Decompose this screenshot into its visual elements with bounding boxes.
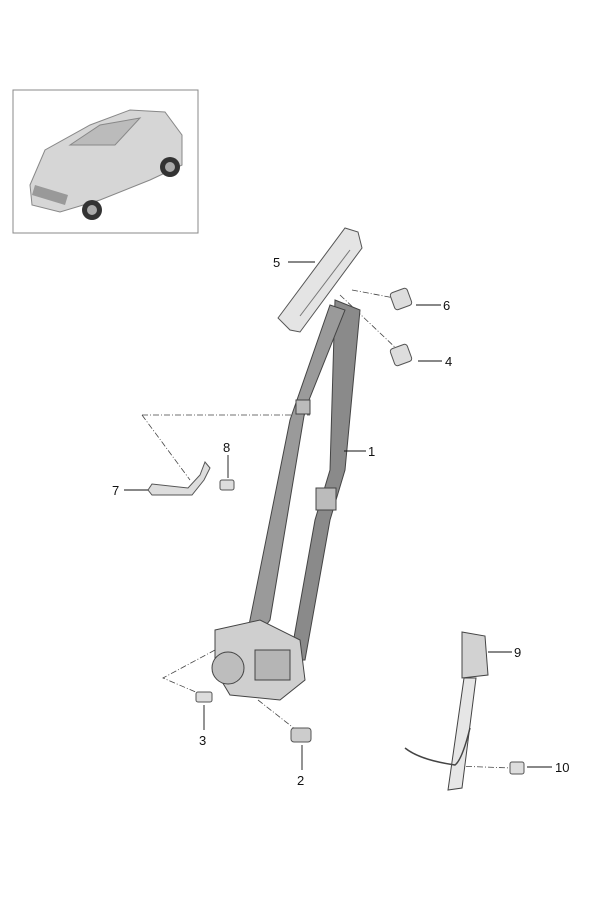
callout-5[interactable]: 5 — [273, 255, 280, 270]
vehicle-thumbnail[interactable] — [12, 89, 199, 234]
part-9-buckle[interactable] — [404, 631, 489, 791]
callout-9[interactable]: 9 — [514, 645, 521, 660]
part-6-bolt[interactable] — [389, 287, 413, 311]
callout-7[interactable]: 7 — [112, 483, 119, 498]
leader-lines — [124, 261, 552, 770]
callout-10[interactable]: 10 — [555, 760, 569, 775]
part-8-screw[interactable] — [219, 479, 235, 491]
part-4-bolt[interactable] — [389, 343, 413, 367]
part-2-bolt[interactable] — [290, 727, 312, 743]
part-10-bolt[interactable] — [509, 761, 525, 775]
part-7-bracket-wire[interactable] — [147, 461, 211, 496]
part-1-seat-belt[interactable] — [211, 299, 361, 701]
callout-2[interactable]: 2 — [297, 773, 304, 788]
callout-6[interactable]: 6 — [443, 298, 450, 313]
callout-3[interactable]: 3 — [199, 733, 206, 748]
part-5-height-adjuster[interactable] — [277, 227, 363, 333]
callout-8[interactable]: 8 — [223, 440, 230, 455]
callout-4[interactable]: 4 — [445, 354, 452, 369]
callout-1[interactable]: 1 — [368, 444, 375, 459]
part-3-bolt[interactable] — [195, 691, 213, 703]
